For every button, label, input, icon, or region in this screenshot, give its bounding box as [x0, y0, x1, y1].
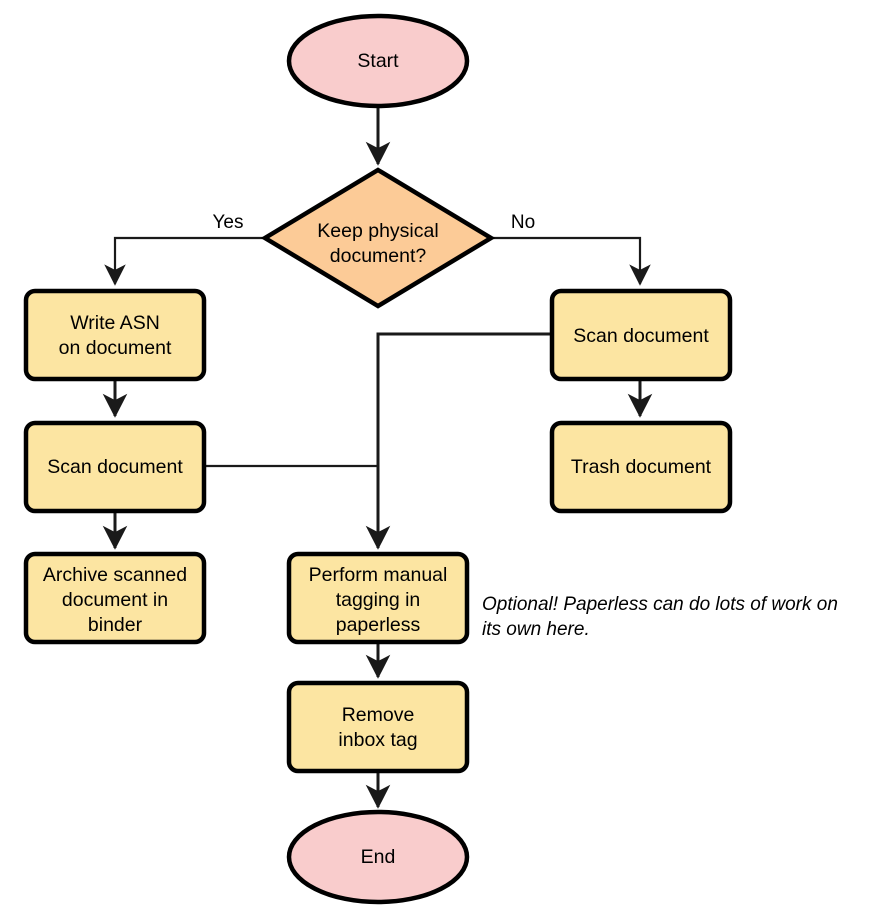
node-keep-physical-document[interactable]: Keep physical document? — [260, 167, 496, 309]
node-start[interactable]: Start — [286, 13, 470, 109]
edge-scan-right-to-tagging — [365, 332, 552, 550]
scan-document-left-label: Scan document — [47, 456, 183, 478]
write-asn-label-line-1: Write ASN — [70, 312, 160, 334]
edge-decision-no — [491, 236, 651, 286]
edge-label-yes: Yes — [213, 212, 244, 233]
scan-document-right-label: Scan document — [573, 325, 709, 347]
decision-label-line-1: Keep physical — [317, 220, 438, 242]
annotation-optional-note: Optional! Paperless can do lots of work … — [482, 594, 838, 640]
end-label: End — [361, 846, 396, 868]
perform-manual-tagging-label-line-2: tagging in — [336, 589, 421, 611]
perform-manual-tagging-label-line-1: Perform manual — [309, 564, 448, 586]
edge-decision-yes — [104, 236, 265, 286]
annotation-line-2: its own here. — [482, 619, 590, 640]
write-asn-label-line-2: on document — [59, 337, 172, 359]
node-perform-manual-tagging-in-paperless[interactable]: Perform manual tagging in paperless — [286, 551, 470, 645]
node-trash-document[interactable]: Trash document — [549, 420, 733, 514]
node-write-asn-on-document[interactable]: Write ASN on document — [23, 288, 207, 382]
scan-document-left-rect-shape — [23, 420, 207, 514]
archive-document-label-line-2: document in — [62, 589, 168, 611]
node-scan-document-left[interactable]: Scan document — [23, 420, 207, 514]
start-ellipse-shape — [286, 13, 470, 109]
annotation-line-1: Optional! Paperless can do lots of work … — [482, 594, 838, 615]
remove-inbox-tag-rect-shape — [286, 680, 470, 774]
end-ellipse-shape — [286, 809, 470, 905]
node-archive-scanned-document-in-binder[interactable]: Archive scanned document in binder — [23, 551, 207, 645]
perform-manual-tagging-rect-shape — [286, 551, 470, 645]
connectors-layer — [102, 106, 653, 809]
node-remove-inbox-tag[interactable]: Remove inbox tag — [286, 680, 470, 774]
trash-document-rect-shape — [549, 420, 733, 514]
archive-document-label-line-3: binder — [88, 614, 143, 636]
start-label: Start — [357, 50, 399, 72]
trash-document-label: Trash document — [571, 456, 712, 478]
decision-label-line-2: document? — [330, 245, 427, 267]
decision-diamond-shape — [260, 167, 496, 309]
node-scan-document-right[interactable]: Scan document — [549, 288, 733, 382]
edge-label-no: No — [511, 212, 535, 233]
node-end[interactable]: End — [286, 809, 470, 905]
remove-inbox-tag-label-line-2: inbox tag — [338, 729, 417, 751]
archive-document-rect-shape — [23, 551, 207, 645]
remove-inbox-tag-label-line-1: Remove — [342, 704, 415, 726]
scan-document-right-rect-shape — [549, 288, 733, 382]
write-asn-rect-shape — [23, 288, 207, 382]
perform-manual-tagging-label-line-3: paperless — [336, 614, 421, 636]
archive-document-label-line-1: Archive scanned — [43, 564, 187, 586]
